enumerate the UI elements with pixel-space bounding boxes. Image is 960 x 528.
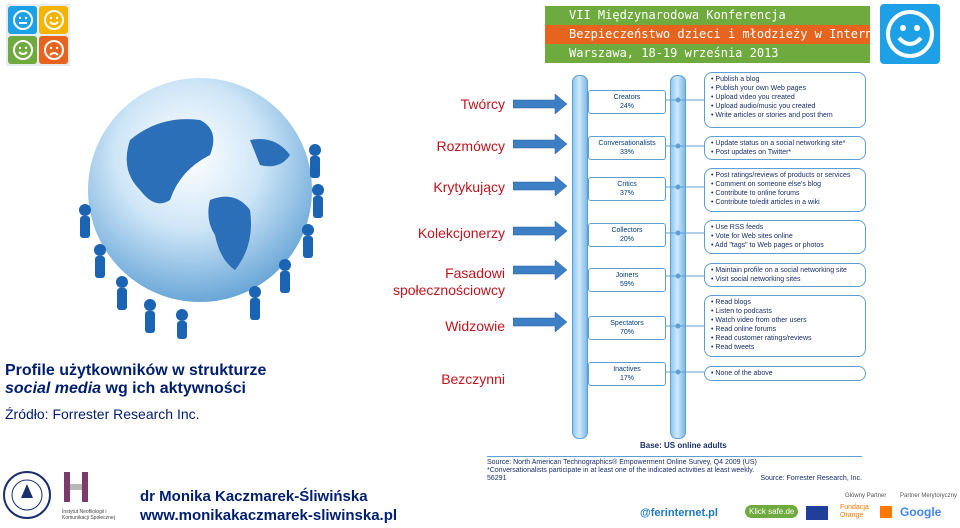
connector-lines [666,97,704,375]
banner-line-3: Warszawa, 18-19 września 2013 [545,44,870,63]
smile-face-icon [8,36,37,64]
conference-banner: VII Międzynarodowa Konferencja Bezpiecze… [545,6,901,63]
activities-joiners: Maintain profile on a social networking … [704,263,866,287]
arrow-icon [513,93,568,115]
arrows-group [513,93,568,333]
partner-media-label: Partner Merytoryczny [900,493,958,499]
arrow-icon [513,311,568,333]
activities-inactives: None of the above [704,366,866,381]
ladder-rail-right [670,75,686,439]
arrow-icon [513,259,568,281]
base-note: Base: US online adults [640,441,727,450]
author-block: dr Monika Kaczmarek-Śliwińska www.monika… [140,487,397,525]
happy-face-icon [39,6,68,34]
google-logo: Google [900,505,942,519]
label-widzowie: Widzowie [445,318,505,334]
label-fasadowi: Fasadowi społecznościowcy [392,265,505,298]
sad-face-icon [39,36,68,64]
label-krytykujacy: Krytykujący [433,179,505,195]
neutral-face-icon [8,6,37,34]
activities-spectators: Read blogsListen to podcastsWatch video … [704,295,866,357]
orange-foundation-logo: Fundacja Orange [840,504,869,519]
university-seal-icon [2,468,52,522]
ladder-rail-left [572,75,588,439]
activities-critics: Post ratings/reviews of products or serv… [704,168,866,212]
banner-line-2: Bezpieczeństwo dzieci i młodzieży w Inte… [545,25,901,44]
slide-title: Profile użytkowników w strukturze social… [5,362,267,397]
author-name: dr Monika Kaczmarek-Śliwińska [140,488,368,505]
label-tworcy: Twórcy [460,96,505,112]
smiley-logo [6,4,70,66]
banner-line-1: VII Międzynarodowa Konferencja [545,6,870,25]
label-rozmowcy: Rozmówcy [436,138,505,154]
klicksafe-logo: Klick safe.de [745,505,799,518]
arrow-icon [513,133,568,155]
institute-h-icon [64,472,88,502]
source-notes: Source: North American Technographics® E… [487,456,862,483]
label-kolekcjonerzy: Kolekcjonerzy [417,225,505,241]
source-note: Źródło: Forrester Research Inc. [5,406,200,422]
smile-logo-icon [880,4,940,64]
label-bezczynni: Bezczynni [441,371,505,387]
globe-illustration [60,60,340,340]
arrow-icon [513,175,568,197]
author-url[interactable]: www.monikakaczmarek-sliwinska.pl [140,507,398,524]
activities-collectors: Use RSS feedsVote for Web sites onlineAd… [704,220,866,254]
saferinternet-logo: @ferinternet.pl [640,507,718,519]
activities-creators: Publish a blogPublish your own Web pages… [704,72,866,128]
eu-flag-icon [806,506,828,520]
partner-main-label: Główny Partner [845,493,887,499]
arrow-icon [513,220,568,242]
activities-conversationalists: Update status on a social networking sit… [704,136,866,160]
institute-logo: Instytut Neofilologii i Komunikacji Społ… [62,470,132,522]
orange-square-icon [880,506,892,518]
